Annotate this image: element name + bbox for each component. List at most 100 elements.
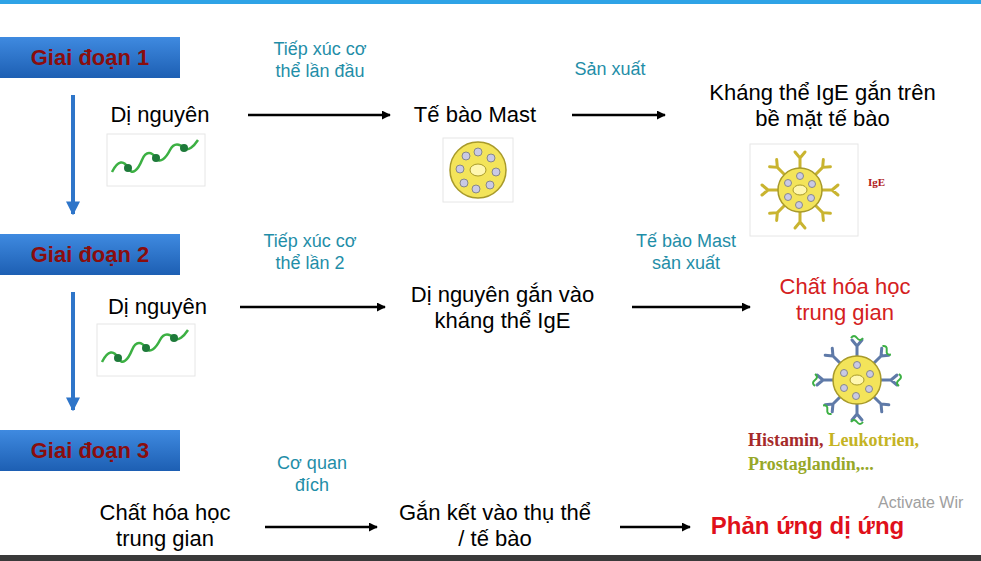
node-text: Dị nguyên gắn vào kháng thể IgE bbox=[395, 282, 610, 334]
mast-cell bbox=[486, 181, 494, 189]
degranulating-mast-cell bbox=[833, 356, 881, 404]
allergen-squiggle bbox=[124, 164, 132, 172]
ige-mast-cell bbox=[797, 173, 804, 180]
degranulating-mast-cell bbox=[813, 336, 901, 424]
degranulating-mast-cell bbox=[897, 374, 901, 386]
ige-mast-cell bbox=[785, 194, 792, 201]
mediator-term: Chất hóa học trung gian bbox=[760, 274, 930, 326]
edge-label: Tế bào Mast sản xuất bbox=[626, 230, 746, 274]
flow-arrow bbox=[265, 526, 377, 529]
allergen-squiggle bbox=[152, 154, 160, 162]
degranulating-mast-cell bbox=[854, 362, 861, 369]
ige-mast-cell bbox=[822, 185, 838, 195]
stage-arrow bbox=[71, 292, 75, 410]
degranulating-mast-cell bbox=[813, 374, 817, 386]
binding-term: Dị nguyên gắn vào kháng thể IgE bbox=[395, 282, 610, 334]
degranulating-mast-cell bbox=[841, 370, 848, 377]
result-term: Kháng thể IgE gắn trên bề mặt tế bào bbox=[700, 80, 945, 132]
ige-mast-cell bbox=[750, 144, 858, 236]
ige-mast-cell bbox=[795, 152, 805, 168]
flow-arrow bbox=[572, 114, 665, 117]
mast-cell bbox=[460, 179, 468, 187]
mast-cell bbox=[472, 185, 480, 193]
node-text: Kháng thể IgE gắn trên bề mặt tế bào bbox=[700, 80, 945, 132]
edge-label: Sản xuất bbox=[555, 58, 665, 80]
ige-mast-cell bbox=[785, 180, 792, 187]
degranulating-mast-cell bbox=[852, 340, 862, 356]
allergen-squiggle bbox=[107, 134, 205, 186]
mediator-name: Histamin, bbox=[748, 428, 824, 452]
degranulating-mast-cell bbox=[822, 404, 833, 415]
node-text: Dị nguyên bbox=[95, 294, 220, 320]
mediator-term: Chất hóa học trung gian bbox=[80, 500, 250, 552]
allergen-squiggle bbox=[170, 334, 178, 342]
node-text: Tế bào Mast bbox=[395, 102, 555, 128]
edge-label: Tiếp xúc cơ thể lần đầu bbox=[265, 38, 375, 82]
allergen-squiggle bbox=[102, 330, 188, 362]
allergen-squiggle bbox=[97, 324, 195, 376]
mediator-name: Prostaglandin,... bbox=[748, 452, 874, 476]
allergen-squiggle bbox=[142, 344, 150, 352]
ige-mast-cell bbox=[796, 202, 803, 209]
reaction-term: Phản ứng dị ứng bbox=[700, 512, 915, 540]
node-text: Phản ứng dị ứng bbox=[700, 512, 915, 540]
degranulating-mast-cell bbox=[851, 336, 863, 340]
node-text: Giai đoạn 3 bbox=[0, 430, 180, 471]
node-text: Giai đoạn 1 bbox=[0, 37, 180, 78]
degranulating-mast-cell bbox=[841, 362, 874, 400]
allergen-squiggle bbox=[97, 324, 195, 376]
mast-cell bbox=[474, 148, 482, 156]
node-text: Dị nguyên bbox=[100, 102, 220, 128]
degranulating-mast-cell bbox=[853, 393, 860, 400]
ige-mast-cell bbox=[778, 168, 822, 212]
node-text: Chất hóa học trung gian bbox=[760, 274, 930, 326]
stage-band: Giai đoạn 1 bbox=[0, 37, 180, 78]
degranulating-mast-cell bbox=[851, 420, 863, 424]
edge-label: Tiếp xúc cơ thể lần 2 bbox=[255, 230, 365, 274]
degranulating-mast-cell bbox=[813, 336, 901, 424]
receptor-term: Gắn kết vào thụ thể / tế bào bbox=[397, 500, 593, 552]
ige-mast-cell bbox=[750, 144, 858, 236]
node-text: Chất hóa học trung gian bbox=[80, 500, 250, 552]
flow-arrow bbox=[248, 114, 390, 117]
allergen-squiggle bbox=[107, 134, 205, 186]
degranulating-mast-cell bbox=[852, 404, 862, 420]
allergen-term: Dị nguyên bbox=[100, 102, 220, 128]
mast-cell bbox=[443, 138, 513, 202]
stage-band: Giai đoạn 3 bbox=[0, 430, 180, 471]
edge-label: Cơ quan đích bbox=[267, 452, 357, 496]
allergen-squiggle bbox=[114, 354, 122, 362]
mast-cell bbox=[450, 142, 506, 198]
degranulating-mast-cell bbox=[866, 386, 873, 393]
ige-mast-cell bbox=[795, 212, 805, 228]
degranulating-mast-cell bbox=[850, 375, 864, 385]
flow-arrow bbox=[632, 306, 750, 309]
watermark: Activate Wir bbox=[878, 494, 963, 512]
mast-cell bbox=[470, 164, 486, 176]
degranulating-mast-cell bbox=[881, 345, 892, 356]
ige-mast-cell bbox=[785, 173, 816, 209]
mast-cell bbox=[456, 165, 464, 173]
flow-arrow bbox=[620, 526, 690, 529]
stage-band: Giai đoạn 2 bbox=[0, 234, 180, 275]
ige-mast-cell bbox=[762, 152, 838, 228]
degranulating-mast-cell bbox=[817, 340, 897, 420]
mast-cell bbox=[456, 148, 500, 193]
stage-arrow bbox=[71, 95, 75, 214]
allergen-squiggle bbox=[112, 140, 198, 172]
ige-tag: IgE bbox=[868, 176, 885, 189]
allergen-term: Dị nguyên bbox=[95, 294, 220, 320]
mast-cell bbox=[487, 154, 495, 162]
bottom-bar bbox=[0, 555, 981, 561]
cell-term: Tế bào Mast bbox=[395, 102, 555, 128]
ige-mast-cell bbox=[793, 185, 807, 195]
mediator-name: Leukotrien, bbox=[829, 428, 920, 452]
top-bar bbox=[0, 0, 981, 4]
ige-mast-cell bbox=[808, 195, 815, 202]
ige-mast-cell bbox=[809, 181, 816, 188]
mediator-list: Histamin,Leukotrien,Prostaglandin,... bbox=[748, 428, 976, 476]
degranulating-mast-cell bbox=[867, 371, 874, 378]
mast-cell bbox=[492, 168, 500, 176]
node-text: Giai đoạn 2 bbox=[0, 234, 180, 275]
